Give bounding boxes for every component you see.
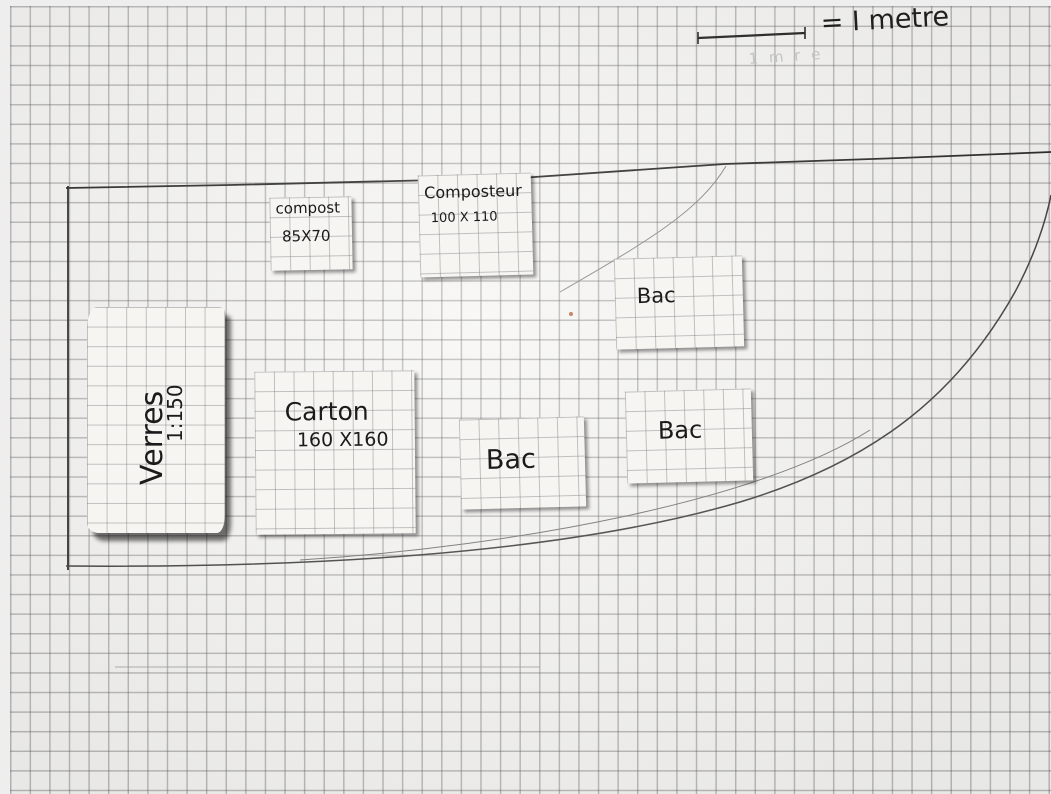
bac-upper-right-card-name: Bac <box>636 283 676 309</box>
grid-paper <box>10 6 1051 794</box>
compost-card-name: compost <box>275 198 341 218</box>
bac-center-card: Bac <box>458 416 587 510</box>
verres-card: Verres 1:150 <box>87 307 225 533</box>
compost-card-size: 85X70 <box>281 226 331 246</box>
bac-center-card-name: Bac <box>485 443 537 476</box>
carton-card: Carton 160 X160 <box>254 370 416 535</box>
carton-card-size: 160 X160 <box>296 428 389 452</box>
boundary-bottom-curve <box>65 194 1051 567</box>
lower-arc <box>299 429 871 561</box>
scale-bar-line <box>697 31 806 40</box>
bac-lower-right-card: Bac <box>624 388 754 484</box>
inner-arc <box>559 165 727 293</box>
composteur-card-name: Composteur <box>423 180 523 203</box>
composteur-card-size: 100 X 110 <box>430 209 498 227</box>
boundary-top-line <box>65 151 1051 189</box>
compost-card: compost 85X70 <box>269 196 353 271</box>
verres-card-scale: 1:150 <box>163 384 187 442</box>
bac-upper-right-card: Bac <box>613 255 745 350</box>
bac-lower-right-card-name: Bac <box>657 415 703 445</box>
composteur-card: Composteur 100 X 110 <box>417 172 534 278</box>
carton-card-name: Carton <box>284 396 369 427</box>
